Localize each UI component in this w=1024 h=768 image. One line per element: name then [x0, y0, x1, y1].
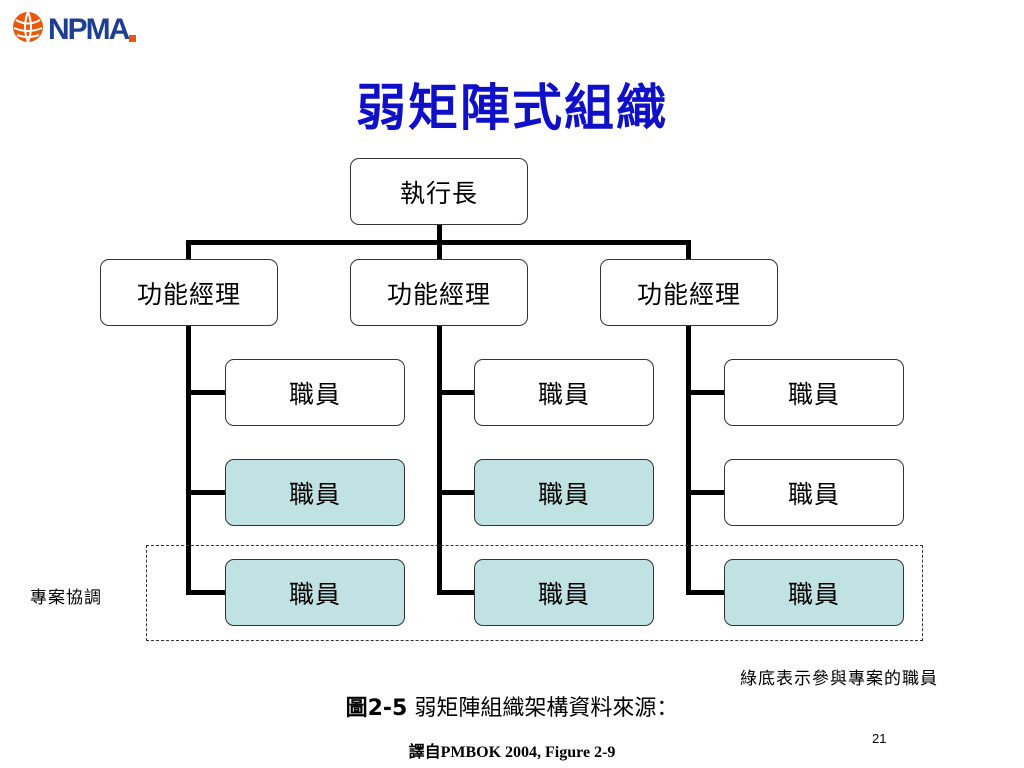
connector-drop-2 — [437, 240, 442, 260]
ceo-box: 執行長 — [350, 158, 528, 225]
project-staff-box: 職員 — [225, 459, 405, 526]
figure-caption: 圖2-5 弱矩陣組織架構資料來源： — [0, 690, 1024, 722]
connector-branch — [686, 390, 725, 395]
manager-box-2: 功能經理 — [350, 259, 528, 326]
connector-branch — [186, 390, 226, 395]
staff-box: 職員 — [724, 459, 904, 526]
connector-branch — [686, 590, 725, 595]
connector-branch — [437, 590, 475, 595]
project-staff-box: 職員 — [724, 559, 904, 626]
project-staff-box: 職員 — [474, 459, 654, 526]
connector-branch — [186, 590, 226, 595]
project-coordination-label: 專案協調 — [30, 588, 102, 608]
page-number: 21 — [872, 731, 887, 746]
connector-column-1 — [186, 325, 191, 593]
staff-box: 職員 — [225, 359, 405, 426]
figure-number: 圖2-5 — [345, 696, 408, 721]
legend-note: 綠底表示參與專案的職員 — [740, 669, 938, 689]
source-citation: 譯自PMBOK 2004, Figure 2-9 — [408, 744, 616, 761]
npma-logo: NPMA — [13, 11, 136, 46]
page-title: 弱矩陣式組織 — [356, 78, 668, 137]
project-staff-box: 職員 — [474, 559, 654, 626]
connector-drop-3 — [686, 240, 691, 260]
project-coordination-region — [146, 545, 923, 641]
connector-branch — [186, 490, 226, 495]
connector-column-2 — [437, 325, 442, 593]
logo-text: NPMA — [48, 13, 130, 46]
staff-box: 職員 — [474, 359, 654, 426]
figure-caption-text: 弱矩陣組織架構資料來源： — [414, 696, 679, 721]
staff-box: 職員 — [724, 359, 904, 426]
manager-box-3: 功能經理 — [600, 259, 778, 326]
manager-box-1: 功能經理 — [100, 259, 278, 326]
connector-drop-1 — [186, 240, 191, 260]
connector-branch — [437, 490, 475, 495]
connector-ceo-down — [437, 225, 442, 243]
connector-branch — [437, 390, 475, 395]
connector-branch — [686, 490, 725, 495]
connector-column-3 — [686, 325, 691, 593]
project-staff-box: 職員 — [225, 559, 405, 626]
